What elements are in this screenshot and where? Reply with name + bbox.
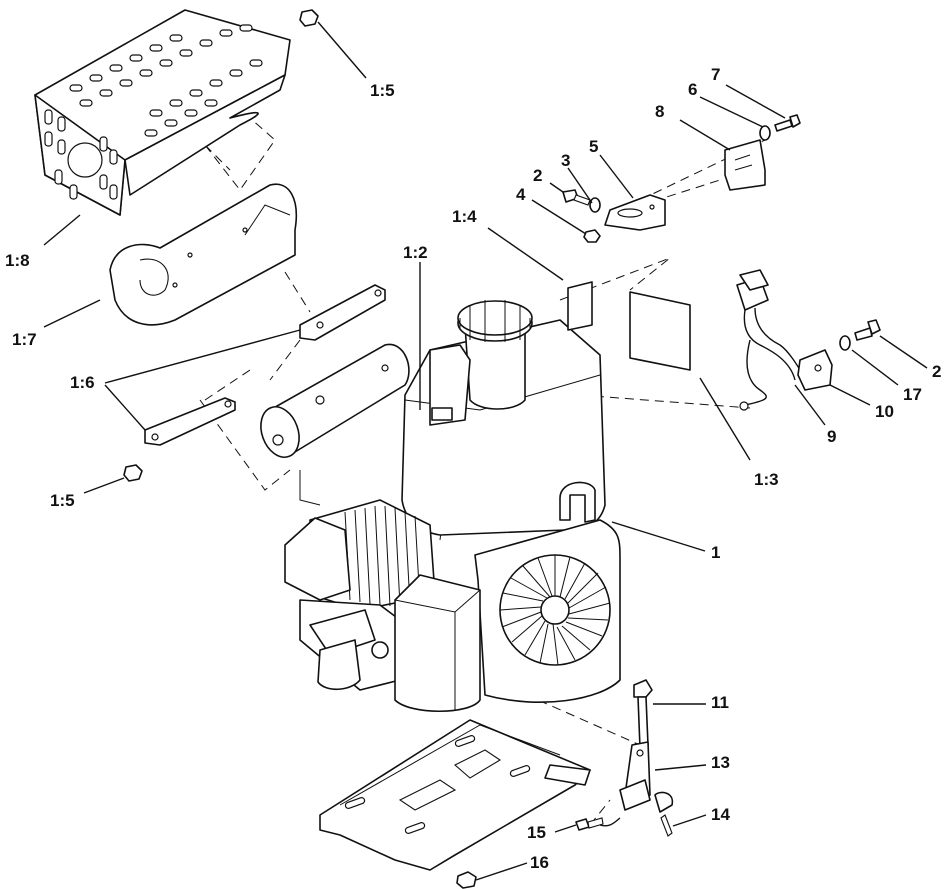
callout-1-7: 1:7 <box>12 330 37 349</box>
engine-base-plate <box>319 719 591 871</box>
callout-11: 11 <box>711 693 729 712</box>
muffler-bracket-upper <box>299 284 386 341</box>
muffler-bracket-lower <box>144 397 236 446</box>
callout-7: 7 <box>711 65 720 84</box>
washer-3 <box>589 197 601 213</box>
callout-1-2: 1:2 <box>403 243 428 262</box>
bracket-5 <box>604 194 666 231</box>
callout-2-right: 2 <box>932 362 941 381</box>
engine-assembly <box>284 300 621 713</box>
decal-1-4 <box>567 281 593 331</box>
bolt-2-top <box>562 189 591 206</box>
interlock-switch-14 <box>619 779 674 837</box>
bolt-11 <box>633 679 653 749</box>
callout-14: 14 <box>711 805 730 824</box>
perforation-slots <box>44 24 263 200</box>
washer-6 <box>759 125 771 141</box>
muffler-guard-part <box>34 9 291 216</box>
callout-16: 16 <box>530 853 549 872</box>
callout-3: 3 <box>561 151 570 170</box>
callout-15: 15 <box>527 823 546 842</box>
callout-1-8: 1:8 <box>5 251 30 270</box>
nut-4 <box>583 229 601 243</box>
wire-harness-9 <box>736 269 806 411</box>
callout-17: 17 <box>903 385 922 404</box>
callout-1-4: 1:4 <box>452 207 477 226</box>
leader-lines <box>43 21 928 881</box>
switch-8 <box>724 139 766 191</box>
muffler-part <box>260 343 410 506</box>
flywheel-grill-fins <box>499 555 611 666</box>
callout-5: 5 <box>589 137 598 156</box>
heat-shield-part <box>109 183 297 326</box>
callout-1-6: 1:6 <box>70 373 95 392</box>
callout-6: 6 <box>688 80 697 99</box>
bolt-2-right <box>854 319 881 341</box>
nut-bottom <box>123 464 143 482</box>
switch-bracket-10 <box>797 349 833 391</box>
callout-1: 1 <box>711 543 720 562</box>
callout-10: 10 <box>875 402 894 421</box>
decal-1-3 <box>629 291 691 371</box>
callout-13: 13 <box>711 753 730 772</box>
nut-16 <box>456 871 477 889</box>
callout-1-5-bottom: 1:5 <box>50 491 75 510</box>
callout-4: 4 <box>516 185 526 204</box>
callout-9: 9 <box>827 427 836 446</box>
callout-1-3: 1:3 <box>754 470 779 489</box>
nut-top <box>299 9 319 27</box>
callout-labels: 1:5 1:8 1:7 1:6 1:5 1:2 1:4 1:3 1 2 3 4 … <box>5 65 941 872</box>
callout-1-5-top: 1:5 <box>370 81 395 100</box>
callout-2-top: 2 <box>533 166 542 185</box>
callout-8: 8 <box>655 102 664 121</box>
screw-7 <box>774 114 801 132</box>
screw-15 <box>575 817 621 831</box>
washer-17 <box>839 335 851 351</box>
